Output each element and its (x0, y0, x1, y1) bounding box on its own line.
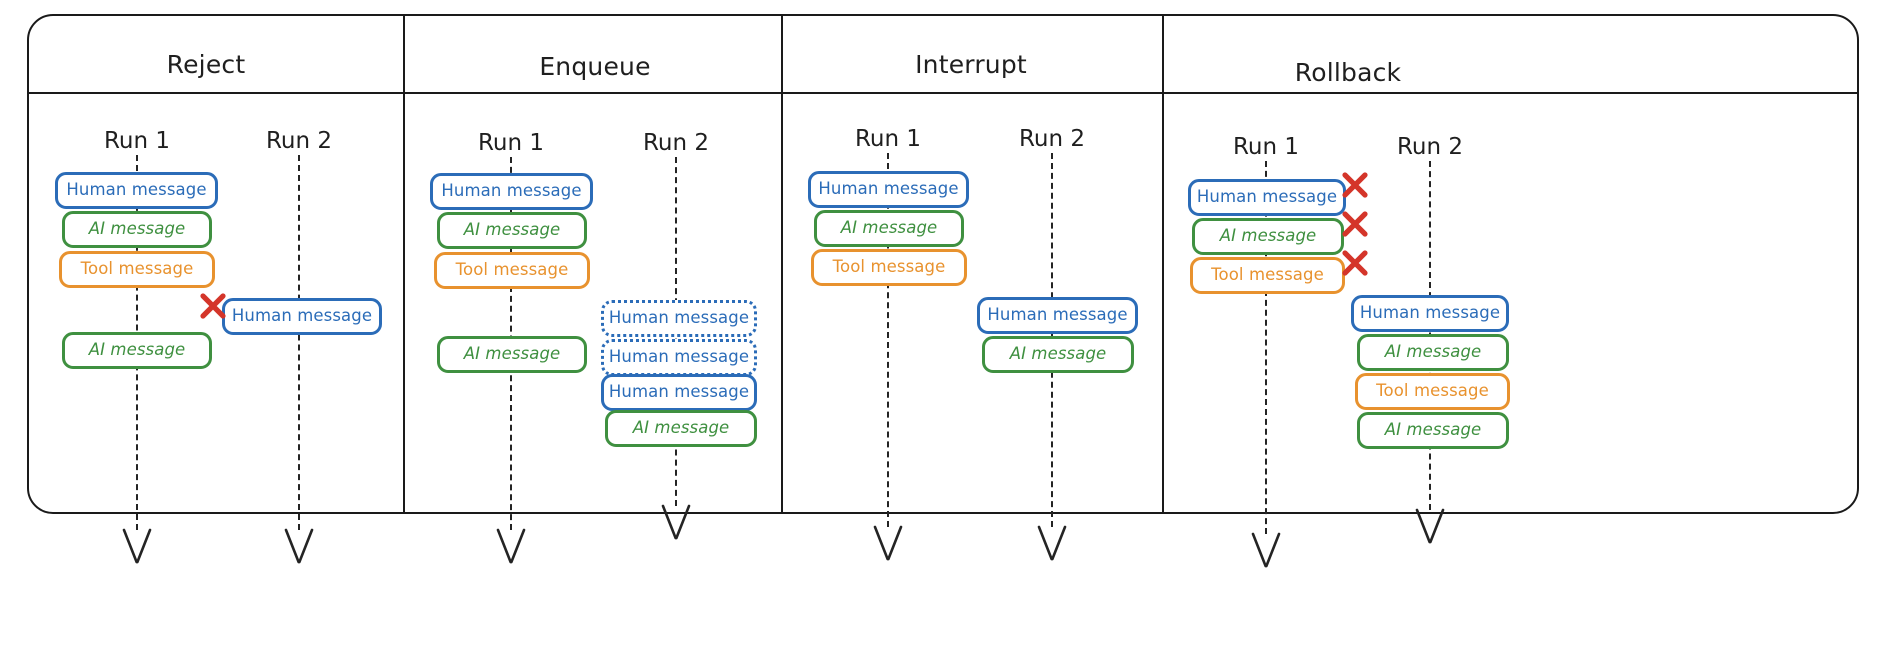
message-box-rollback-run2-ai[interactable]: AI message (1357, 334, 1509, 371)
lifeline-arrowhead-icon (282, 528, 316, 572)
run-label-rollback-run-2: Run 2 (1396, 134, 1464, 160)
message-box-rollback-run1-human[interactable]: Human message (1188, 179, 1346, 216)
message-box-enqueue-run1-ai[interactable]: AI message (437, 336, 587, 373)
lifeline-rollback-run-1 (1265, 161, 1267, 534)
lifeline-arrowhead-icon (494, 528, 528, 572)
message-box-rollback-run2-human[interactable]: Human message (1351, 295, 1509, 332)
panel-header-interrupt: Interrupt (915, 50, 1027, 79)
message-box-reject-run2-human[interactable]: Human message (222, 298, 382, 335)
lifeline-arrowhead-icon (1249, 532, 1283, 576)
reject-x-icon (198, 291, 228, 325)
message-box-interrupt-run2-ai[interactable]: AI message (982, 336, 1134, 373)
message-box-enqueue-run2-human[interactable]: Human message (601, 339, 757, 376)
panel-header-reject: Reject (166, 50, 246, 79)
message-box-reject-run1-ai[interactable]: AI message (62, 211, 212, 248)
message-box-enqueue-run1-ai[interactable]: AI message (437, 212, 587, 249)
message-box-enqueue-run1-human[interactable]: Human message (430, 173, 593, 210)
lifeline-arrowhead-icon (1035, 525, 1069, 569)
run-label-enqueue-run-2: Run 2 (642, 130, 710, 156)
message-box-rollback-run2-tool[interactable]: Tool message (1355, 373, 1510, 410)
message-box-interrupt-run1-ai[interactable]: AI message (814, 210, 964, 247)
panel-header-enqueue: Enqueue (539, 52, 651, 81)
message-box-rollback-run1-ai[interactable]: AI message (1192, 218, 1344, 255)
message-box-reject-run1-ai[interactable]: AI message (62, 332, 212, 369)
lifeline-arrowhead-icon (871, 525, 905, 569)
lifeline-arrowhead-icon (659, 504, 693, 548)
lifeline-interrupt-run-1 (887, 153, 889, 527)
run-label-reject-run-2: Run 2 (265, 128, 333, 154)
run-label-reject-run-1: Run 1 (103, 128, 171, 154)
message-box-interrupt-run1-human[interactable]: Human message (808, 171, 969, 208)
message-box-enqueue-run2-ai[interactable]: AI message (605, 410, 757, 447)
column-divider-1 (403, 16, 405, 512)
message-box-reject-run1-tool[interactable]: Tool message (59, 251, 215, 288)
reject-x-icon (1340, 170, 1370, 204)
run-label-interrupt-run-2: Run 2 (1018, 126, 1086, 152)
message-box-enqueue-run1-tool[interactable]: Tool message (434, 252, 590, 289)
lifeline-reject-run-2 (298, 155, 300, 530)
header-divider-rule (28, 92, 1858, 94)
column-divider-2 (781, 16, 783, 512)
column-divider-3 (1162, 16, 1164, 512)
lifeline-arrowhead-icon (120, 528, 154, 572)
lifeline-arrowhead-icon (1413, 508, 1447, 552)
run-label-rollback-run-1: Run 1 (1232, 134, 1300, 160)
message-box-interrupt-run1-tool[interactable]: Tool message (811, 249, 967, 286)
message-box-rollback-run2-ai[interactable]: AI message (1357, 412, 1509, 449)
message-box-enqueue-run2-human[interactable]: Human message (601, 300, 757, 337)
reject-x-icon (1340, 248, 1370, 282)
run-label-interrupt-run-1: Run 1 (854, 126, 922, 152)
panel-header-rollback: Rollback (1294, 58, 1402, 87)
message-box-enqueue-run2-human[interactable]: Human message (601, 374, 757, 411)
run-label-enqueue-run-1: Run 1 (477, 130, 545, 156)
message-box-rollback-run1-tool[interactable]: Tool message (1190, 257, 1345, 294)
message-box-reject-run1-human[interactable]: Human message (55, 172, 218, 209)
reject-x-icon (1340, 209, 1370, 243)
message-box-interrupt-run2-human[interactable]: Human message (977, 297, 1138, 334)
